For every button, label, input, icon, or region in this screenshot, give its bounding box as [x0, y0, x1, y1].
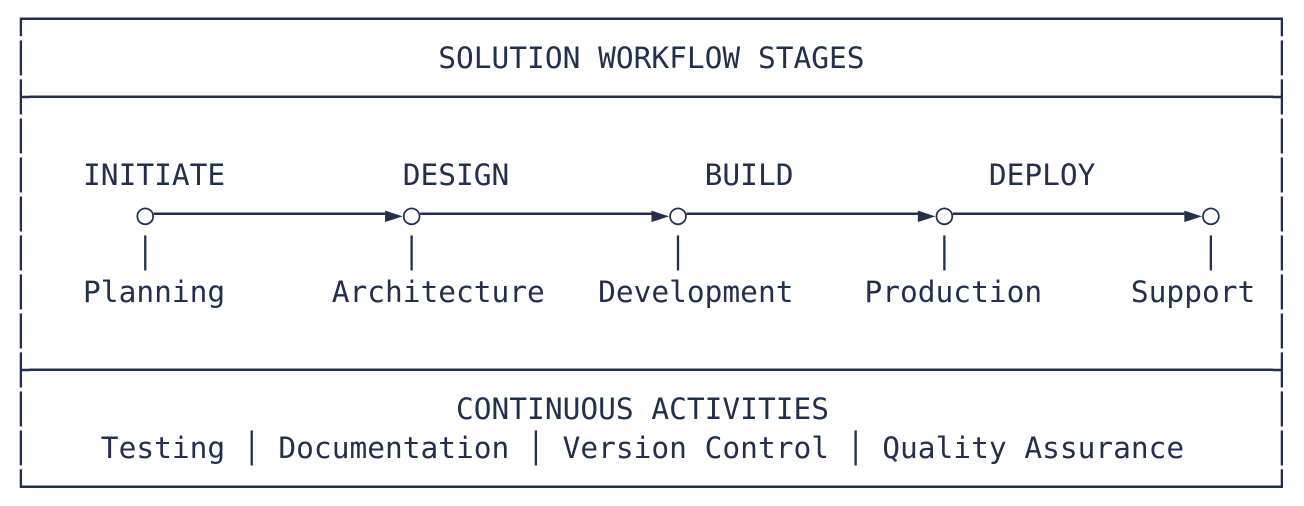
spacer-row-top: │ │ [12, 119, 1291, 153]
box-top-border: ┌───────────────────────────────────────… [12, 2, 1291, 36]
timeline-row: │ ○─────────────►○─────────────►○───────… [12, 197, 1291, 231]
title-row: │ SOLUTION WORKFLOW STAGES │ [12, 41, 1291, 75]
box-bottom-border: └───────────────────────────────────────… [12, 470, 1291, 504]
spacer-row-bottom: │ │ [12, 314, 1291, 348]
section-divider: ├───────────────────────────────────────… [12, 353, 1291, 387]
timeline-connectors-row: │ │ │ │ │ │ │ [12, 236, 1291, 270]
title-divider: ├───────────────────────────────────────… [12, 80, 1291, 114]
continuous-activities-heading-row: │ CONTINUOUS ACTIVITIES │ [12, 392, 1291, 426]
continuous-activities-row: │ Testing │ Documentation │ Version Cont… [12, 431, 1291, 465]
stage-labels-row: │ INITIATE DESIGN BUILD DEPLOY │ [12, 158, 1291, 192]
milestone-labels-row: │ Planning Architecture Development Prod… [12, 275, 1291, 309]
